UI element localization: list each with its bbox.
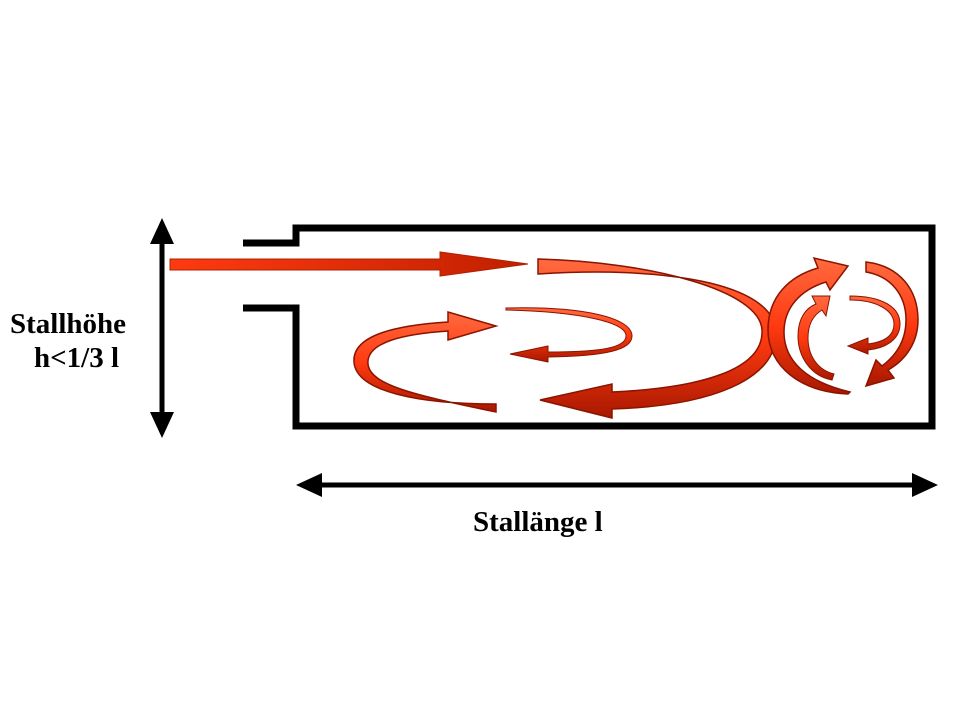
- right-vortex-outer-arrow: [767, 256, 852, 395]
- arrowhead-up-icon: [150, 218, 174, 244]
- left-circulation-arrow: [353, 311, 499, 413]
- right-vortex-inner-arrow: [797, 295, 835, 381]
- right-vortex-right-arrow: [864, 261, 919, 388]
- arrowhead-left-icon: [296, 473, 322, 497]
- center-circulation-arrow: [505, 307, 633, 363]
- arrowhead-down-icon: [150, 412, 174, 438]
- barn-outline: [243, 224, 936, 430]
- right-vortex-spiral-arrow: [846, 295, 901, 355]
- length-dimension-arrow: [296, 473, 938, 497]
- barn-wall-upper: [243, 224, 936, 430]
- stall-height-condition: h<1/3 l: [34, 342, 120, 374]
- stall-length-label: Stallänge l: [473, 506, 603, 538]
- stall-height-label: Stallhöhe: [10, 308, 127, 340]
- height-dimension-arrow: [150, 218, 174, 438]
- inlet-airflow-arrow: [169, 251, 529, 277]
- main-circulation-arrow: [537, 258, 777, 419]
- arrowhead-right-icon: [912, 473, 938, 497]
